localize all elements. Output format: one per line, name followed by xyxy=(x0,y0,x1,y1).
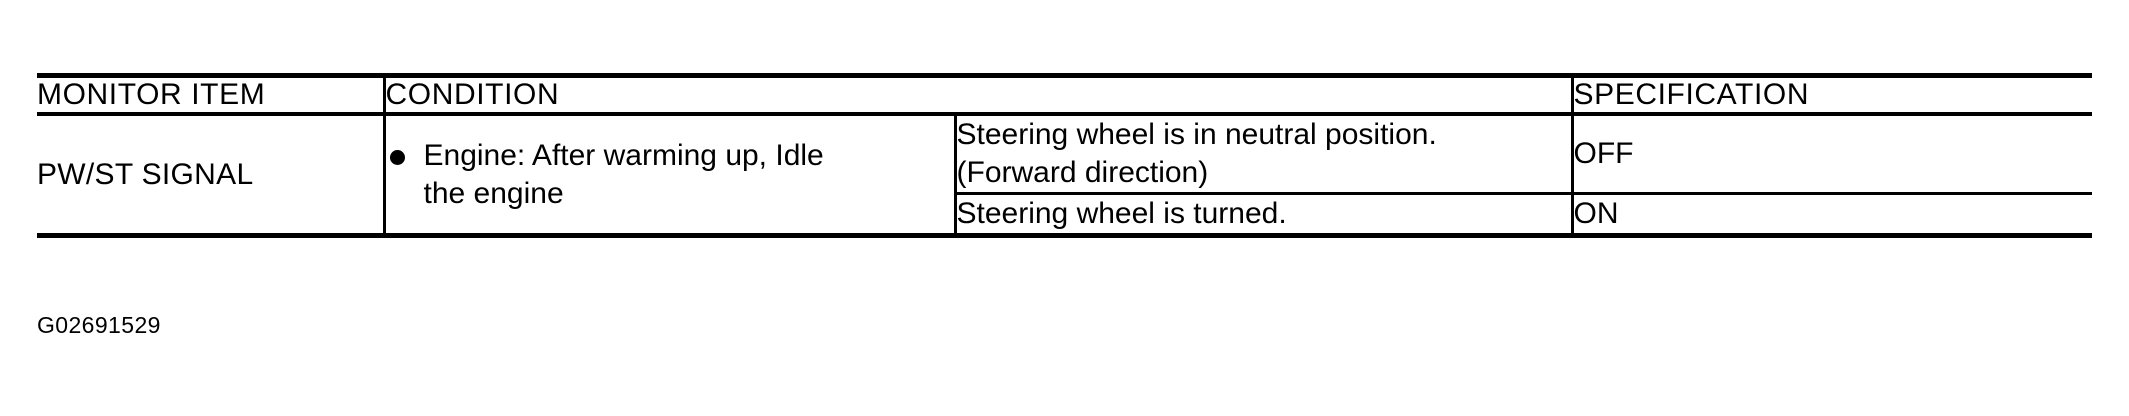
cell-specification-value: ON xyxy=(1572,193,2093,238)
table-header-row: MONITOR ITEM CONDITION SPECIFICATION xyxy=(37,73,2093,116)
header-condition: CONDITION xyxy=(384,73,1574,116)
table-row: Steering wheel is turned. ON xyxy=(37,193,2093,238)
engine-condition-line-2: the engine xyxy=(423,176,564,210)
condition-detail-line-2: (Forward direction) xyxy=(956,156,1209,189)
cell-condition-detail: Steering wheel is turned. xyxy=(955,193,1574,238)
cell-condition-detail: Steering wheel is in neutral position. (… xyxy=(955,114,1574,195)
bullet-point-icon xyxy=(389,149,405,165)
engine-condition-line-1: Engine: After warming up, Idle xyxy=(423,138,824,172)
condition-detail-line-1: Steering wheel is in neutral position. xyxy=(956,118,1437,151)
figure-caption: G02691529 xyxy=(37,312,161,338)
cell-engine-condition: Engine: After warming up, Idle the engin… xyxy=(384,114,957,238)
cell-specification-value: OFF xyxy=(1572,114,2093,195)
header-monitor-item: MONITOR ITEM xyxy=(37,73,386,116)
condition-detail-line-1: Steering wheel is turned. xyxy=(956,197,1287,230)
table-row: PW/ST SIGNAL Engine: After warming up, I… xyxy=(37,114,2093,238)
header-specification: SPECIFICATION xyxy=(1572,73,2093,116)
cell-monitor-item-value: PW/ST SIGNAL xyxy=(37,114,386,238)
engine-condition-bullet-line: Engine: After warming up, Idle the engin… xyxy=(386,137,954,213)
monitor-item-specification-table: MONITOR ITEM CONDITION SPECIFICATION PW/… xyxy=(37,73,2093,238)
